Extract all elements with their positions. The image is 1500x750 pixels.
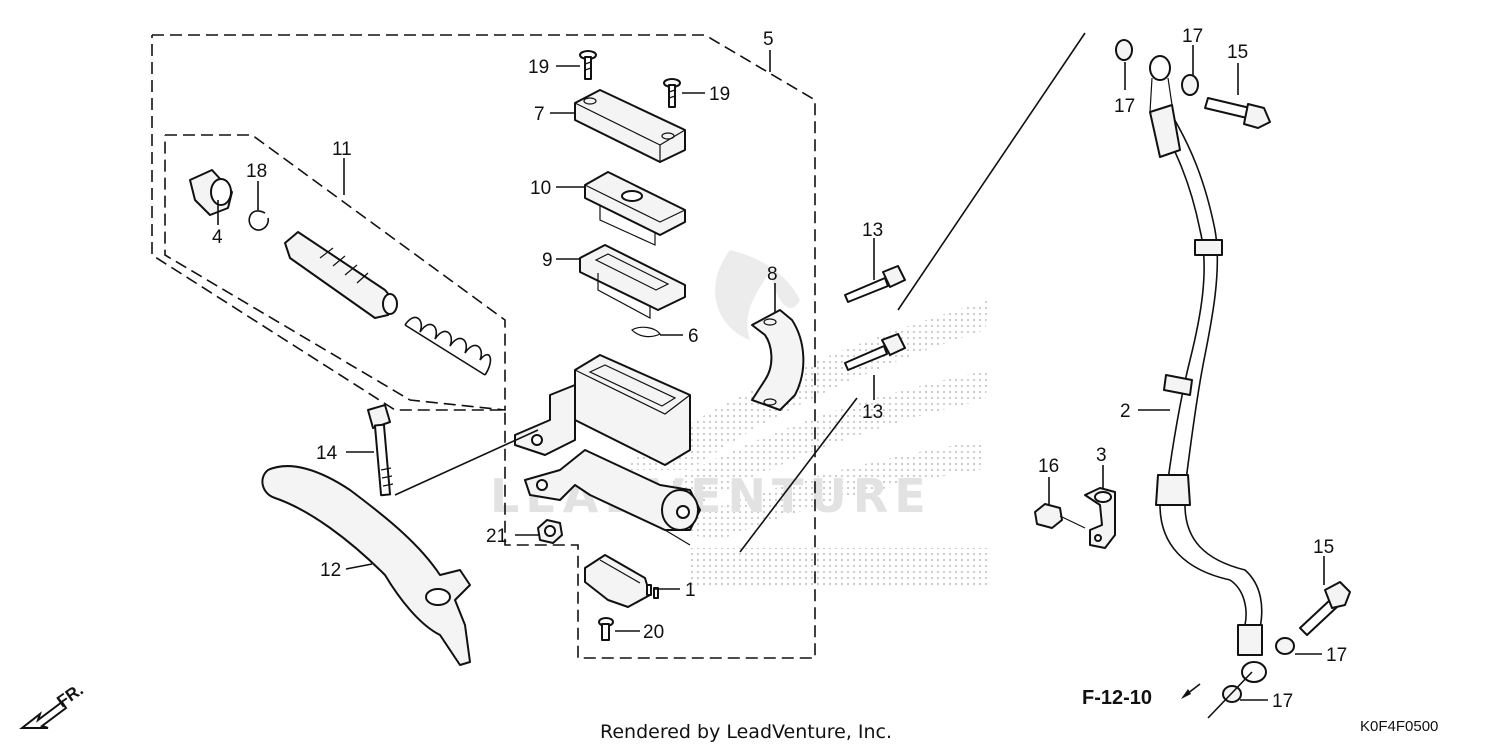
connector-line-hose (897, 32, 1086, 311)
bolt-16 (1034, 503, 1086, 529)
screw-19-right (663, 78, 681, 108)
callout-17a: 17 (1182, 26, 1203, 47)
holder-8 (751, 309, 805, 411)
callout-8: 8 (767, 264, 778, 285)
brake-switch-1 (584, 554, 659, 608)
callout-17b: 17 (1114, 96, 1135, 117)
callout-21: 21 (486, 526, 507, 547)
assembly-5-outline (151, 34, 816, 659)
callout-7: 7 (534, 104, 545, 125)
sealing-washer-17-a (1115, 39, 1133, 61)
callout-4: 4 (212, 227, 223, 248)
piston (284, 231, 398, 319)
callout-19a: 19 (528, 57, 549, 78)
callout-1: 1 (685, 580, 696, 601)
hose-clamp-3 (1084, 487, 1116, 549)
connector-line-hose-bottom (1207, 671, 1253, 719)
callout-6: 6 (688, 326, 699, 347)
front-direction-arrow-icon (19, 700, 68, 729)
footer-credit: Rendered by LeadVenture, Inc. (600, 721, 892, 743)
screw-20 (598, 617, 614, 641)
callout-2: 2 (1120, 401, 1131, 422)
nut-21 (537, 519, 563, 544)
section-reference[interactable]: F-12-10 (1082, 687, 1152, 709)
callout-16: 16 (1038, 456, 1059, 477)
callout-18: 18 (246, 161, 267, 182)
callout-17d: 17 (1272, 691, 1293, 712)
drawing-code: K0F4F0500 (1360, 718, 1438, 735)
assembly-11-outline (164, 134, 506, 411)
bolt-13-lower (844, 333, 906, 371)
callout-19b: 19 (709, 84, 730, 105)
sealing-washer-17-b (1181, 74, 1199, 96)
pivot-bolt-14 (367, 404, 394, 497)
clip-6 (631, 326, 661, 338)
reference-arrow-icon (1181, 683, 1201, 699)
boot-4 (189, 169, 233, 216)
callout-10: 10 (530, 178, 551, 199)
banjo-bolt-15-upper (1204, 97, 1271, 129)
reservoir-cap-7 (574, 89, 686, 163)
connector-line-13 (739, 397, 858, 553)
brake-hose-2 (1149, 55, 1267, 683)
banjo-bolt-15-lower (1299, 581, 1351, 636)
callout-12: 12 (320, 560, 341, 581)
diaphragm-plate-10 (584, 171, 686, 246)
master-cylinder-body (514, 354, 701, 546)
circlip-18 (248, 210, 270, 231)
callout-14: 14 (316, 443, 338, 464)
callout-15b: 15 (1313, 537, 1334, 558)
callout-13b: 13 (862, 402, 883, 423)
screw-19-left (579, 50, 597, 80)
callout-15a: 15 (1227, 42, 1248, 63)
callout-3: 3 (1096, 445, 1107, 466)
brake-lever-12 (261, 465, 471, 666)
diaphragm-9 (579, 244, 686, 320)
callout-13a: 13 (862, 220, 883, 241)
callout-11: 11 (332, 139, 352, 160)
sealing-washer-17-c (1275, 637, 1295, 655)
callout-20: 20 (643, 622, 664, 643)
callout-17c: 17 (1326, 645, 1347, 666)
callout-5: 5 (763, 29, 774, 50)
connector-line-14 (394, 429, 539, 496)
spring (404, 316, 492, 376)
callout-9: 9 (542, 250, 553, 271)
bolt-13-upper (844, 265, 906, 303)
leader-lines (217, 45, 1325, 701)
